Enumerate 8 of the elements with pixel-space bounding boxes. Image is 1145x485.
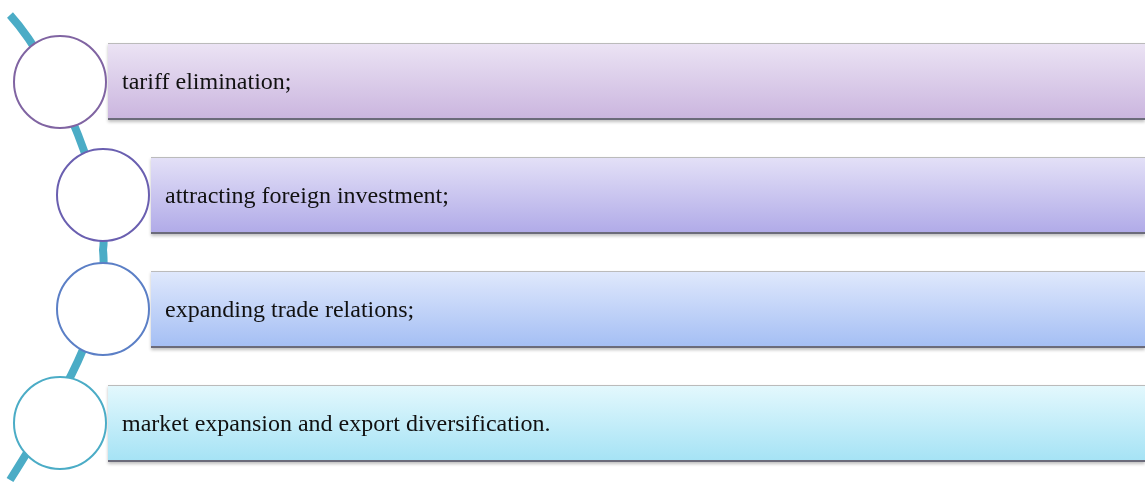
item-text: tariff elimination; bbox=[122, 67, 292, 95]
item-text: expanding trade relations; bbox=[165, 295, 415, 323]
list-bar bbox=[108, 385, 1145, 462]
list-bar bbox=[151, 157, 1145, 234]
list-bar bbox=[151, 271, 1145, 348]
item-text: market expansion and export diversification. bbox=[122, 409, 551, 437]
list-bar bbox=[108, 43, 1145, 120]
item-text: attracting foreign investment; bbox=[165, 181, 449, 209]
